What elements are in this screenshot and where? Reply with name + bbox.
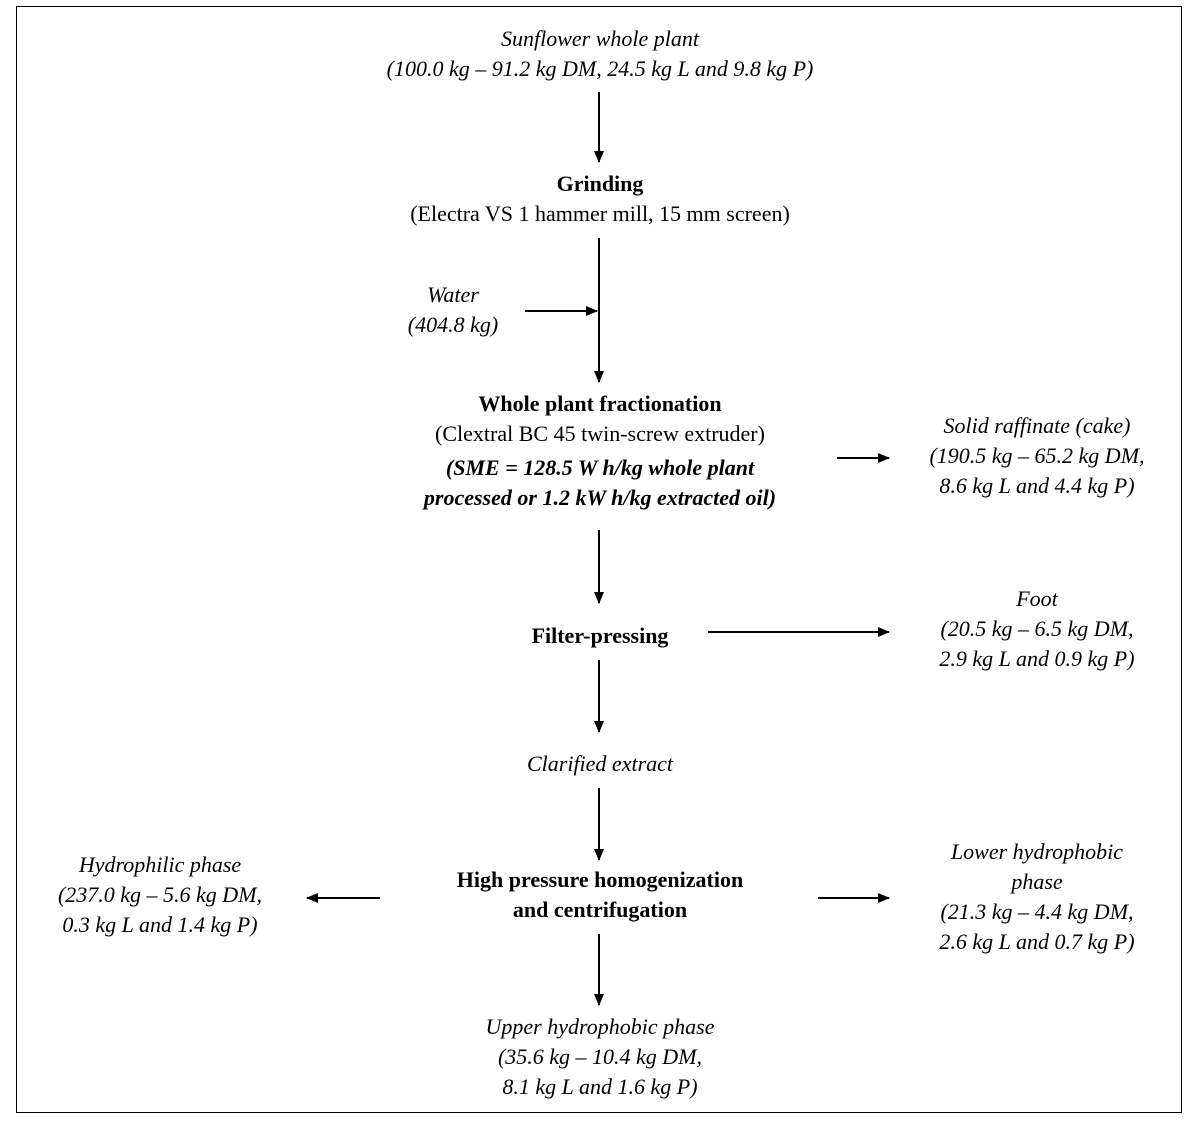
sunflower-node: Sunflower whole plant (100.0 kg – 91.2 k… [300,24,900,84]
water-detail: (404.8 kg) [407,312,499,337]
sunflower-title: Sunflower whole plant [501,26,699,51]
filter-title: Filter-pressing [531,623,669,648]
foot-line1: (20.5 kg – 6.5 kg DM, [940,616,1134,641]
lower-line2: 2.6 kg L and 0.7 kg P) [939,929,1135,954]
lower-title1: Lower hydrophobic [950,839,1124,864]
raffinate-line1: (190.5 kg – 65.2 kg DM, [929,443,1145,468]
fractionation-sme-line2: processed or 1.2 kW h/kg extracted oil) [423,485,777,510]
lower-title2: phase [1011,869,1063,894]
upper-line2: 8.1 kg L and 1.6 kg P) [502,1074,698,1099]
hydrophilic-node: Hydrophilic phase (237.0 kg – 5.6 kg DM,… [20,850,300,940]
filter-node: Filter-pressing [400,621,800,651]
upper-line1: (35.6 kg – 10.4 kg DM, [497,1044,703,1069]
clarified-node: Clarified extract [400,749,800,779]
foot-title: Foot [1016,586,1058,611]
sunflower-detail: (100.0 kg – 91.2 kg DM, 24.5 kg L and 9.… [386,56,814,81]
fractionation-detail: (Clextral BC 45 twin-screw extruder) [435,421,765,446]
lower-hydrophobic-node: Lower hydrophobic phase (21.3 kg – 4.4 k… [887,837,1187,957]
foot-line2: 2.9 kg L and 0.9 kg P) [939,646,1135,671]
raffinate-title: Solid raffinate (cake) [943,413,1131,438]
homogenization-node: High pressure homogenization and centrif… [340,865,860,925]
fractionation-node: Whole plant fractionation (Clextral BC 4… [300,389,900,513]
raffinate-node: Solid raffinate (cake) (190.5 kg – 65.2 … [887,411,1187,501]
hydrophilic-title: Hydrophilic phase [78,852,242,877]
grinding-node: Grinding (Electra VS 1 hammer mill, 15 m… [300,169,900,229]
hydrophilic-line2: 0.3 kg L and 1.4 kg P) [62,912,258,937]
homogenization-line2: and centrifugation [512,897,688,922]
hydrophilic-line1: (237.0 kg – 5.6 kg DM, [57,882,263,907]
fractionation-sme-line1: (SME = 128.5 W h/kg whole plant [445,455,755,480]
grinding-title: Grinding [556,171,644,196]
grinding-detail: (Electra VS 1 hammer mill, 15 mm screen) [410,201,790,226]
raffinate-line2: 8.6 kg L and 4.4 kg P) [939,473,1135,498]
upper-title: Upper hydrophobic phase [485,1014,715,1039]
fractionation-title: Whole plant fractionation [478,391,722,416]
clarified-title: Clarified extract [526,751,674,776]
foot-node: Foot (20.5 kg – 6.5 kg DM, 2.9 kg L and … [887,584,1187,674]
diagram-frame [16,6,1182,1113]
homogenization-line1: High pressure homogenization [456,867,744,892]
water-node: Water (404.8 kg) [353,280,553,340]
upper-hydrophobic-node: Upper hydrophobic phase (35.6 kg – 10.4 … [400,1012,800,1102]
lower-line1: (21.3 kg – 4.4 kg DM, [940,899,1134,924]
water-title: Water [427,282,479,307]
